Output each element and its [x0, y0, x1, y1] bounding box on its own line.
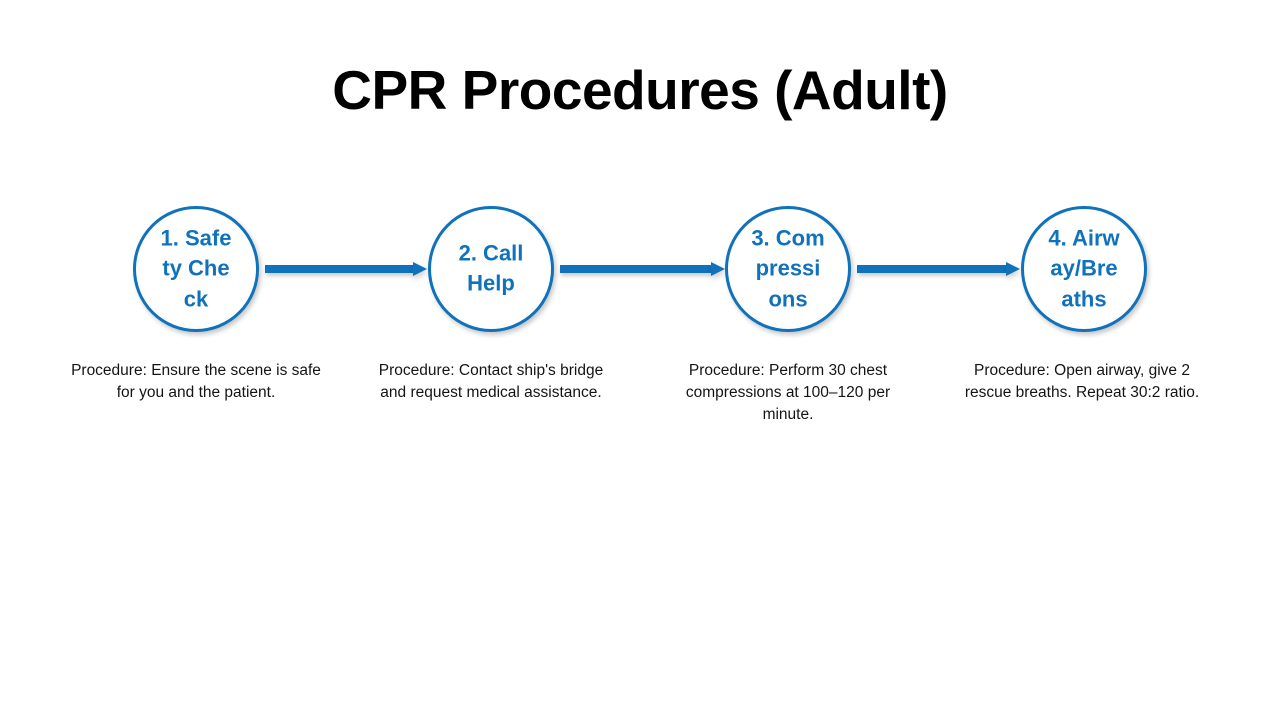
flow-node-1[interactable]: 1. Safety Check [133, 206, 259, 332]
flow-node-4-label: 4. Airway/Breaths [1048, 225, 1120, 312]
flow-arrow-2-shaft [560, 265, 711, 273]
process-flow-diagram: 1. Safety Check 2. Call Help 3. Compress… [0, 206, 1280, 336]
flow-node-1-label: 1. Safety Check [160, 225, 232, 312]
flow-node-1-circle [133, 206, 259, 332]
flow-arrow-3-shaft [857, 265, 1006, 273]
flow-arrow-1-shaft [265, 265, 413, 273]
flow-node-4-caption: Procedure: Open airway, give 2 rescue br… [964, 362, 1200, 402]
flow-arrow-3 [857, 262, 1020, 276]
flow-node-3-circle [725, 206, 851, 332]
flow-node-2-circle [428, 206, 554, 332]
flow-arrow-1 [265, 262, 427, 276]
flow-node-3[interactable]: 3. Compressions [725, 206, 851, 332]
flow-node-2-label: 2. Call Help [458, 240, 524, 296]
flow-node-4-circle [1021, 206, 1147, 332]
flow-node-2-caption: Procedure: Contact ship's bridge and req… [378, 362, 604, 402]
page-title: CPR Procedures (Adult) [332, 59, 948, 121]
arrow-right-icon [413, 262, 427, 276]
flow-node-3-caption: Procedure: Perform 30 chest compressions… [685, 362, 891, 424]
flow-node-3-label: 3. Compressions [751, 225, 825, 312]
flow-arrow-2 [560, 262, 725, 276]
arrow-right-icon [711, 262, 725, 276]
flow-node-4[interactable]: 4. Airway/Breaths [1021, 206, 1147, 332]
flow-node-2[interactable]: 2. Call Help [428, 206, 554, 332]
flow-node-1-caption: Procedure: Ensure the scene is safe for … [71, 362, 321, 402]
arrow-right-icon [1006, 262, 1020, 276]
